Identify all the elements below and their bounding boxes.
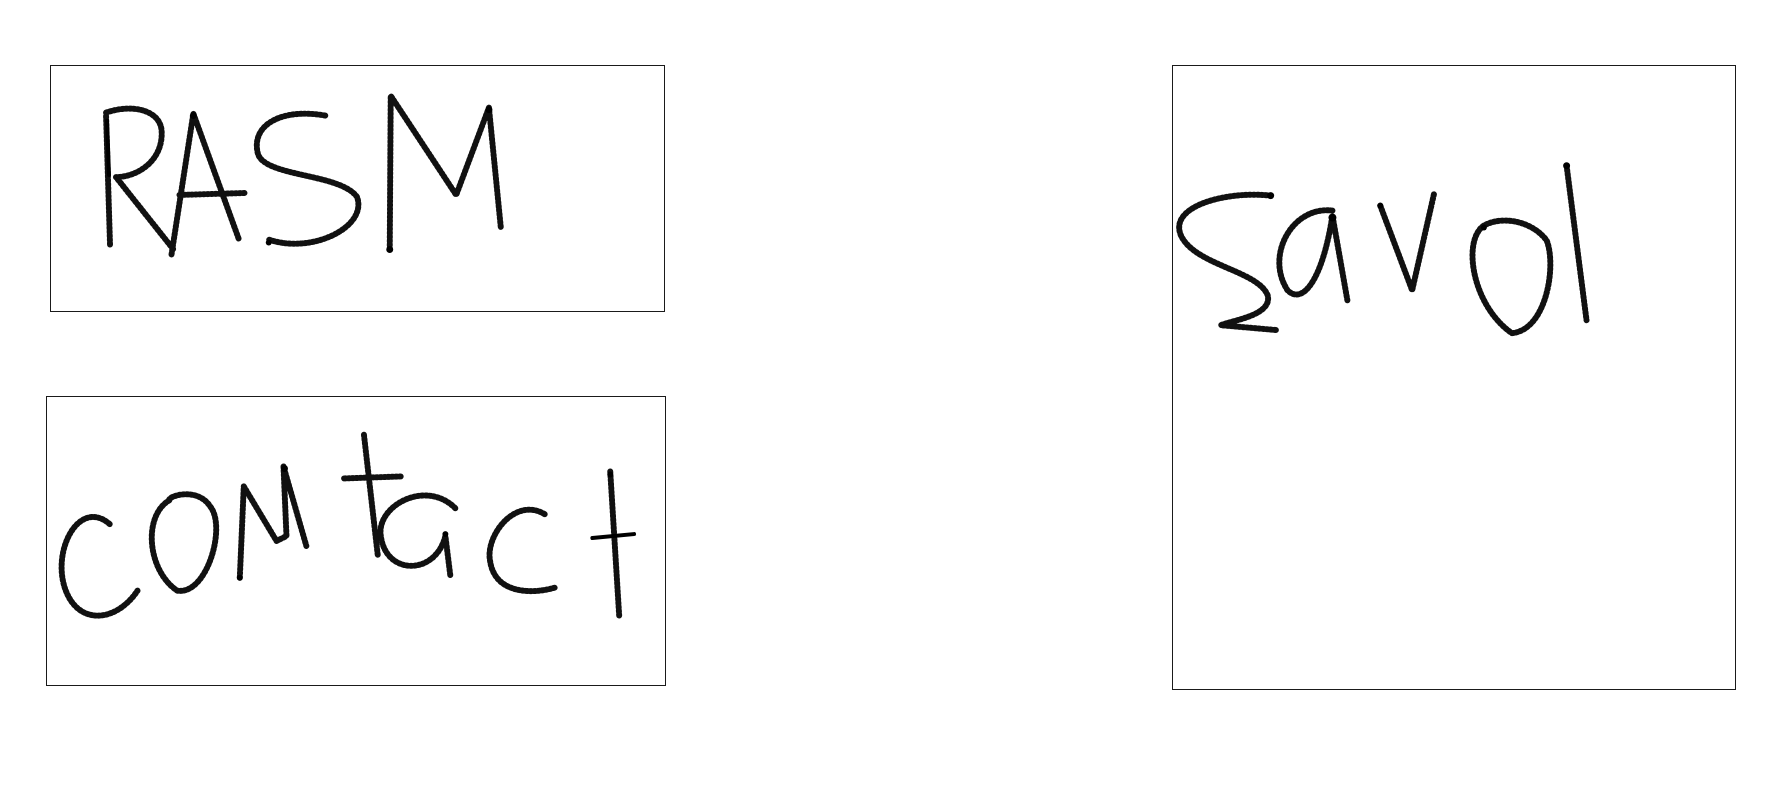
handwriting-sample-savoi <box>1172 65 1736 690</box>
handwriting-sample-contact <box>46 396 666 686</box>
handwriting-strokes-savoi <box>1176 162 1590 337</box>
handwriting-strokes-rasm <box>103 92 504 258</box>
handwriting-sample-rasm <box>50 65 665 312</box>
handwriting-strokes-contact <box>58 431 637 619</box>
